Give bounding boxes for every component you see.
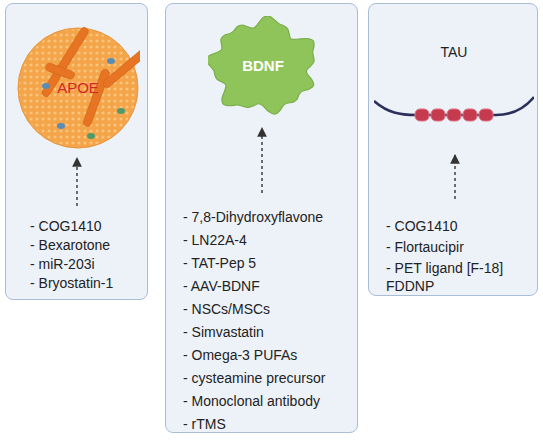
agent-item: - NSCs/MSCs <box>183 298 353 321</box>
agent-item: - Flortaucipir <box>386 238 524 256</box>
agent-item: - Simvastatin <box>183 321 353 344</box>
agent-list: - COG1410 - Flortaucipir - PET ligand [F-1… <box>386 217 524 298</box>
molecule-label: TAU <box>374 42 534 62</box>
target-illustration: APOE <box>16 26 140 150</box>
agent-list: - COG1410- Bexarotone- miR-203i- Bryosta… <box>30 217 145 293</box>
target-illustration: BDNF <box>208 16 318 116</box>
agent-item: - 7,8-Dihydroxyflavone <box>183 206 353 229</box>
agent-item: - Bryostatin-1 <box>30 274 145 293</box>
target-panel: - COG1410 - Flortaucipir - PET ligand [F-1… <box>368 3 538 296</box>
target-illustration: TAU <box>374 39 534 134</box>
agent-item: - COG1410 <box>30 217 145 236</box>
agent-item: - LN22A-4 <box>183 229 353 252</box>
agent-item: - TAT-Pep 5 <box>183 252 353 275</box>
target-panel: - 7,8-Dihydroxyflavone- LN22A-4- TAT-Pep… <box>165 3 358 433</box>
target-panel: - COG1410- Bexarotone- miR-203i- Bryosta… <box>5 3 148 300</box>
agent-item: - AAV-BDNF <box>183 275 353 298</box>
agent-item: - Monoclonal antibody <box>183 390 353 413</box>
agent-item: - COG1410 <box>386 217 524 235</box>
molecule-label: APOE <box>16 78 140 98</box>
agent-item: - Omega-3 PUFAs <box>183 344 353 367</box>
agent-item: - rTMS <box>183 413 353 436</box>
agent-list: - 7,8-Dihydroxyflavone- LN22A-4- TAT-Pep… <box>183 206 353 436</box>
agent-item: - miR-203i <box>30 255 145 274</box>
agent-item: - Bexarotone <box>30 236 145 255</box>
molecule-label: BDNF <box>208 56 318 76</box>
agent-item: - cysteamine precursor <box>183 367 353 390</box>
agent-item: - PET ligand [F-18] FDDNP <box>386 259 524 295</box>
